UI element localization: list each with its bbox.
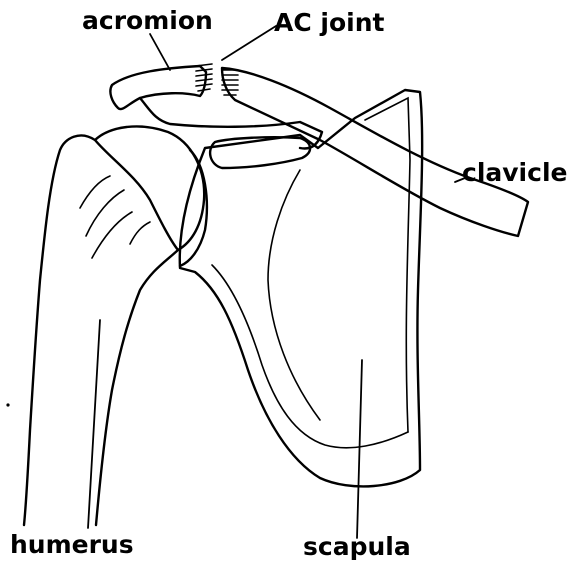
ac-joint-label: AC joint <box>274 10 384 35</box>
acromion-leader-line <box>150 34 170 70</box>
scapular-spine <box>140 98 322 148</box>
scapula-label: scapula <box>303 534 411 559</box>
acromion-label: acromion <box>82 8 213 33</box>
clavicle-label: clavicle <box>462 160 567 185</box>
acromion-process <box>110 66 206 109</box>
humerus-shading <box>80 176 150 258</box>
ac-joint-leader-line <box>222 26 276 60</box>
scapula-spine-edge <box>268 170 320 420</box>
humerus-bone <box>24 135 95 525</box>
humerus-medial-edge <box>96 250 178 525</box>
humerus-label: humerus <box>10 532 134 557</box>
coracoid-process <box>210 137 310 168</box>
scapula-outline <box>180 90 422 486</box>
clavicle-bone <box>222 68 528 236</box>
stray-dot <box>6 403 9 406</box>
humeral-head <box>95 126 204 250</box>
scapula-leader-line <box>357 360 362 538</box>
scapula-inner-rim <box>212 265 408 448</box>
